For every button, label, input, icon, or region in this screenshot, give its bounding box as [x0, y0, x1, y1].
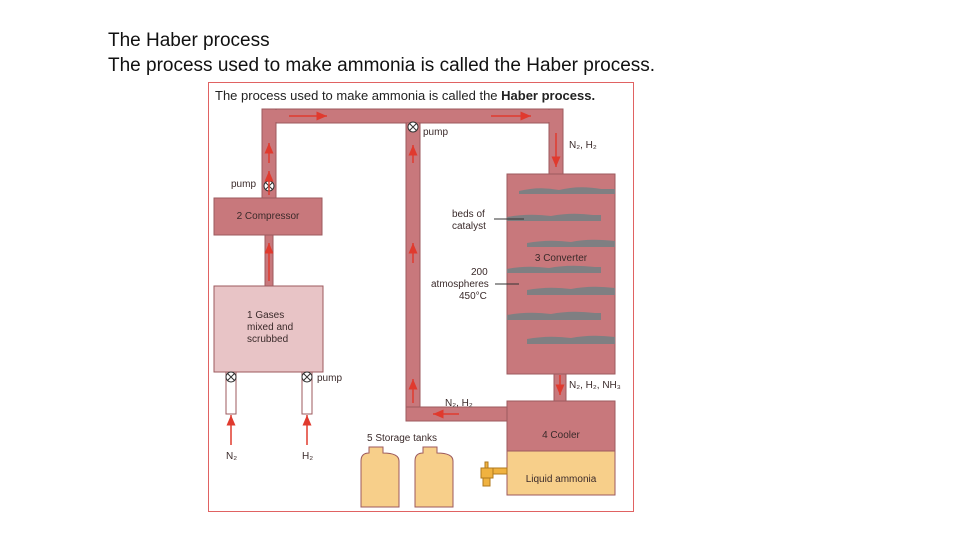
catalyst-bed [507, 311, 601, 320]
beds-label-line1: beds of [452, 209, 485, 220]
flow-label-n2-h2-top: N₂, H₂ [569, 140, 597, 151]
storage-label: 5 Storage tanks [367, 433, 437, 444]
gases-label-line3: scrubbed [247, 334, 288, 345]
gases-label-line2: mixed and [247, 322, 293, 333]
temperature-label: 450°C [459, 291, 487, 302]
recycle-pipe [405, 122, 515, 422]
catalyst-bed [527, 335, 615, 344]
pump-bottom-label: pump [317, 373, 342, 384]
storage-tank [414, 446, 454, 508]
slide-subtitle-emphasis: Haber process. [526, 55, 656, 76]
cooler-label: 4 Cooler [542, 430, 580, 441]
pressure-label: 200 [471, 267, 488, 278]
pump-icon [301, 371, 313, 383]
liquid-ammonia-box [506, 450, 616, 496]
haber-diagram: The process used to make ammonia is call… [213, 88, 621, 508]
catalyst-bed [527, 239, 615, 247]
input-pipes [225, 371, 313, 415]
slide-subtitle-text: The process used to make ammonia is call… [108, 55, 527, 76]
storage-tank [360, 446, 400, 508]
pump-left-label: pump [231, 179, 256, 190]
catalyst-bed [519, 187, 615, 194]
catalyst-bed [507, 265, 601, 273]
compressor-label: 2 Compressor [237, 211, 300, 222]
gases-box [213, 285, 324, 373]
flow-label-n2-h2-nh3: N₂, H₂, NH₃ [569, 380, 621, 391]
catalyst-bed [527, 286, 615, 295]
figure-caption: The process used to make ammonia is call… [215, 88, 595, 103]
haber-process-figure: The process used to make ammonia is call… [208, 82, 634, 512]
flow-arrows [226, 111, 565, 445]
beds-label-line2: catalyst [452, 221, 486, 232]
catalyst-bed [507, 213, 601, 221]
n2-input-label: N₂ [226, 451, 237, 462]
compressor-box [213, 197, 323, 236]
atmospheres-label: atmospheres [431, 279, 489, 290]
liquid-ammonia-label: Liquid ammonia [526, 474, 597, 485]
converter-label: 3 Converter [535, 253, 588, 264]
slide-subtitle: The process used to make ammonia is call… [108, 55, 655, 77]
pump-icon [407, 121, 419, 133]
h2-input-label: H₂ [302, 451, 313, 462]
flow-label-n2-h2-return: N₂, H₂ [445, 398, 473, 409]
catalyst-beds [507, 187, 615, 344]
cooler-box [506, 400, 616, 452]
pump-icon [225, 371, 237, 383]
figure-caption-text: The process used to make ammonia is call… [215, 88, 501, 103]
pump-top-label: pump [423, 127, 448, 138]
figure-caption-emphasis: Haber process. [501, 88, 595, 103]
gases-label-line1: 1 Gases [247, 310, 284, 321]
slide-title: The Haber process [108, 30, 270, 51]
tap-icon [480, 461, 508, 487]
